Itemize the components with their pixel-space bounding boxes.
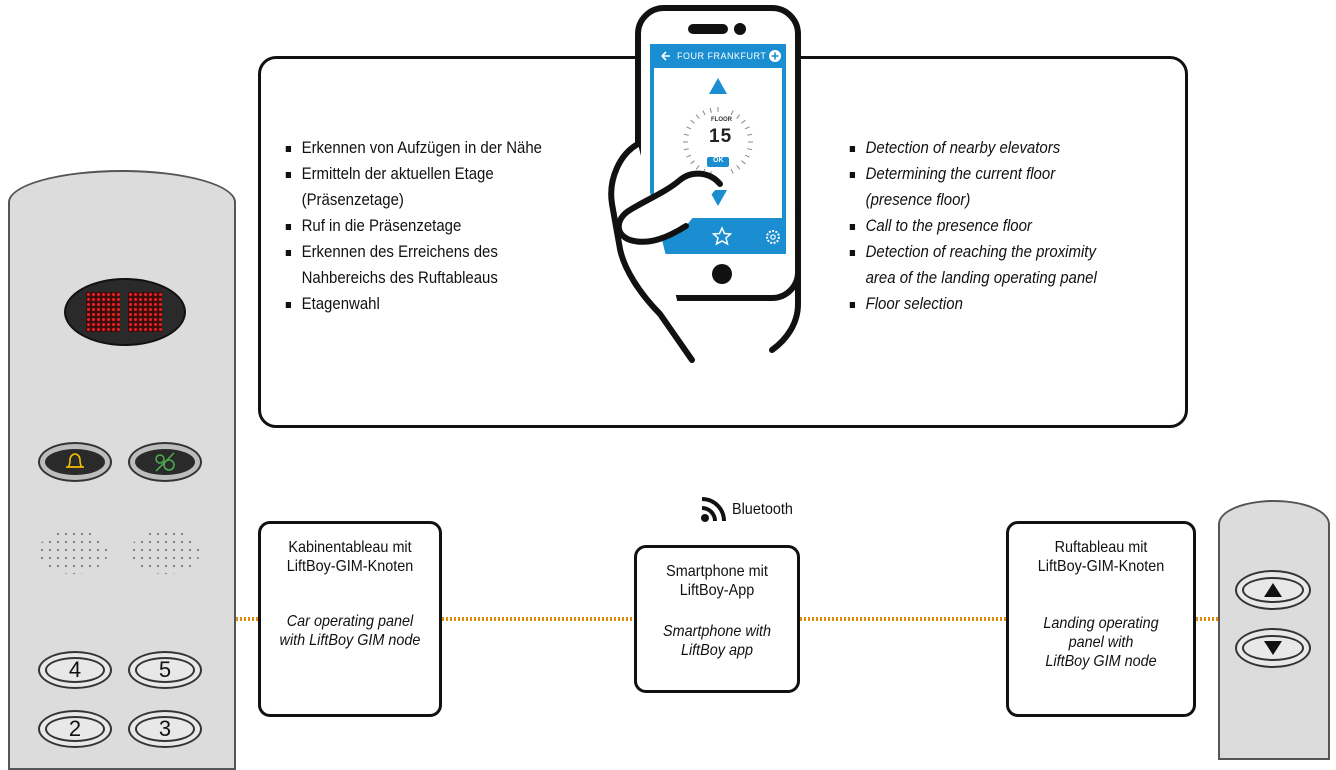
- floor-button-4[interactable]: 4: [38, 651, 112, 689]
- feature-item: Detection of nearby elevators: [848, 135, 1097, 161]
- hand: [608, 141, 695, 363]
- feature-item: Floor selection: [848, 291, 1097, 317]
- dial-tick: [741, 119, 746, 124]
- feature-item: Erkennen des Erreichens des: [284, 239, 542, 265]
- floor-button-3[interactable]: 3: [128, 710, 202, 748]
- display-digit: [86, 292, 120, 332]
- dial-tick: [690, 160, 695, 165]
- ok-button: [707, 157, 729, 167]
- floor-dial: [683, 107, 753, 177]
- landing-operating-panel: [1218, 500, 1330, 760]
- dial-tick: [747, 148, 753, 151]
- link-car-to-phone: [236, 617, 258, 621]
- feature-item: Detection of reaching the proximity: [848, 239, 1097, 265]
- dial-tick: [683, 133, 689, 136]
- dial-tick: [686, 126, 692, 130]
- feature-item: Etagenwahl: [284, 291, 542, 317]
- feature-item-continuation: Nahbereichs des Ruftableaus: [301, 268, 498, 287]
- ok-label: OK: [713, 157, 724, 164]
- dial-tick: [686, 154, 692, 158]
- call-down-button[interactable]: [1235, 628, 1311, 668]
- dial-tick: [683, 148, 689, 151]
- dial-tick: [736, 114, 741, 119]
- down-triangle-icon: [1264, 641, 1282, 655]
- link-phone-to-landing: [800, 617, 1006, 621]
- link-car-to-phone: [442, 617, 634, 621]
- back-arrow-icon: [661, 51, 670, 61]
- dial-tick: [744, 154, 750, 158]
- star-icon: [711, 226, 733, 246]
- dial-tick: [695, 114, 700, 119]
- floor-button-2[interactable]: 2: [38, 710, 112, 748]
- dial-tick: [702, 110, 706, 116]
- display-digit: [128, 292, 162, 332]
- dial-tick: [709, 107, 712, 113]
- feature-item: Ermitteln der aktuellen Etage: [284, 161, 542, 187]
- dial-tick: [741, 160, 746, 165]
- feature-item-continuation: area of the landing operating panel: [865, 268, 1097, 287]
- link-landing-to-panel: [1196, 617, 1218, 621]
- floor-display: [64, 278, 186, 346]
- dial-tick: [690, 119, 695, 124]
- phone-in-hand-illustration: [608, 5, 801, 363]
- alarm-button[interactable]: [38, 442, 112, 482]
- dial-tick: [695, 165, 700, 170]
- feature-item: Erkennen von Aufzügen in der Nähe: [284, 135, 542, 161]
- door-open-close-icon: [155, 452, 175, 472]
- feature-item: Ruf in die Präsenzetage: [284, 213, 542, 239]
- dial-tick: [747, 133, 753, 136]
- bluetooth-icon: [701, 497, 726, 522]
- down-arrow-icon: [709, 190, 727, 206]
- door-button[interactable]: [128, 442, 202, 482]
- up-arrow-icon: [709, 78, 727, 94]
- dial-tick: [730, 110, 734, 116]
- feature-item-continuation: (presence floor): [865, 190, 971, 209]
- bell-icon: [66, 453, 84, 468]
- call-up-button[interactable]: [1235, 570, 1311, 610]
- floor-label: FLOOR: [711, 117, 732, 123]
- bluetooth-label: Bluetooth: [732, 501, 793, 518]
- home-button: [712, 264, 732, 284]
- feature-item-continuation: (Präsenzetage): [301, 190, 404, 209]
- speaker-grille: [38, 530, 108, 574]
- phone-header-title: FOUR FRANKFURT: [677, 51, 767, 61]
- gear-icon: [766, 230, 780, 244]
- feature-item: Determining the current floor: [848, 161, 1097, 187]
- feature-item: Call to the presence floor: [848, 213, 1097, 239]
- floor-value: 15: [709, 126, 733, 147]
- dial-tick: [730, 168, 734, 174]
- dial-tick: [736, 165, 741, 170]
- phone-speaker: [688, 24, 728, 34]
- up-triangle-icon: [1264, 583, 1282, 597]
- speaker-grille: [130, 530, 200, 574]
- dial-tick: [744, 126, 750, 130]
- phone-camera: [734, 23, 746, 35]
- floor-button-5[interactable]: 5: [128, 651, 202, 689]
